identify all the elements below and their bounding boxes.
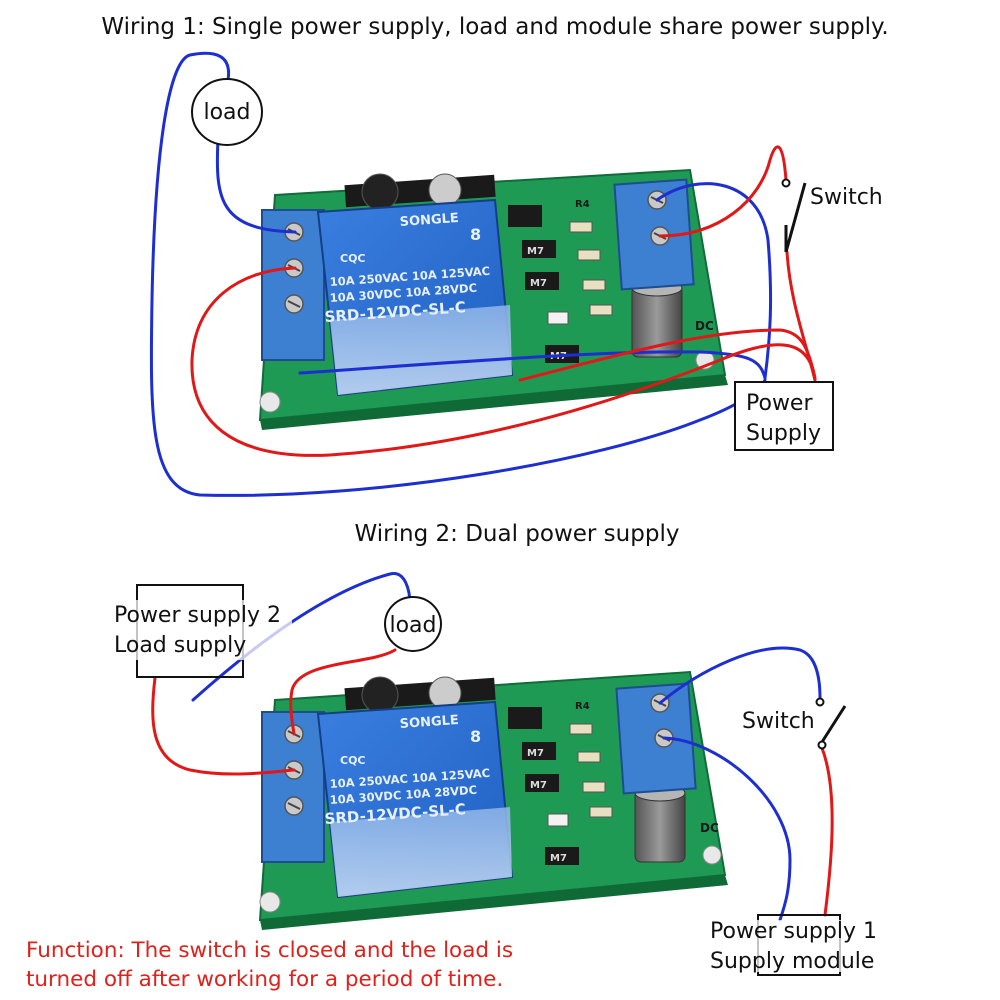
ps1-line2: Supply module <box>710 949 874 974</box>
relay: SONGLE 8 CQC 10A 250VAC 10A 125VAC 10A 3… <box>316 700 514 899</box>
relay-number: 8 <box>470 225 481 244</box>
wire-red-switch-out <box>785 250 817 382</box>
wire-blue-terminal <box>655 182 773 380</box>
mount-hole <box>259 891 281 913</box>
wire-red-load-relay <box>289 648 397 736</box>
wiring1-title: Wiring 1: Single power supply, load and … <box>101 14 888 40</box>
relay-cert: CQC <box>340 754 366 767</box>
wire-blue-loop <box>149 51 767 497</box>
relay-brand: SONGLE <box>399 713 459 732</box>
switch-lever <box>784 182 807 253</box>
wire-blue-terminal-switch <box>658 646 822 705</box>
relay-number: 8 <box>470 727 481 746</box>
wiring2-title: Wiring 2: Dual power supply <box>355 521 680 547</box>
ps2-line2: Load supply <box>114 633 246 658</box>
mount-hole <box>702 845 722 865</box>
chip-label: M7 <box>550 853 567 864</box>
capacitor-top <box>361 173 399 211</box>
capacitor-top <box>361 676 399 714</box>
power-supply-line1: Power <box>746 391 813 416</box>
switch-lever <box>820 705 847 743</box>
switch-label-1: Switch <box>810 185 883 210</box>
function-note-line2: turned off after working for a period of… <box>26 967 503 992</box>
function-note-line1: Function: The switch is closed and the l… <box>26 938 513 963</box>
wire-blue-module <box>298 350 767 380</box>
ps2-line1: Power supply 2 <box>114 603 281 628</box>
wires-2 <box>151 572 834 922</box>
switch-1 <box>781 178 807 253</box>
power-supply-1-box: Power supply 1 Supply module <box>708 914 890 976</box>
load-label-2: load <box>389 613 436 638</box>
power-supply-box: Power Supply <box>734 381 834 451</box>
r4-label: R4 <box>575 701 590 712</box>
chip-label: M7 <box>530 278 547 289</box>
relay-board-2: SONGLE 8 CQC 10A 250VAC 10A 125VAC 10A 3… <box>258 670 728 930</box>
switch-terminal-block <box>615 682 697 795</box>
load-1: load <box>191 78 263 146</box>
wire-red-ps2-relay <box>151 676 296 776</box>
load-terminal-block <box>261 711 325 863</box>
switch-label-2: Switch <box>742 709 815 734</box>
relay: SONGLE 8 CQC 10A 250VAC 10A 125VAC 10A 3… <box>316 198 514 397</box>
dc-label: DC <box>700 821 719 835</box>
power-supply-2-box: Power supply 2 Load supply <box>112 584 292 678</box>
chip-label: M7 <box>527 748 544 759</box>
mount-hole <box>259 391 281 413</box>
wire-blue-terminal-ps1 <box>662 736 792 922</box>
load-label-1: load <box>203 100 250 125</box>
power-supply-line2: Supply <box>746 421 821 446</box>
wire-blue-load <box>215 138 297 234</box>
ps1-line1: Power supply 1 <box>710 919 877 944</box>
wires-1 <box>149 51 817 497</box>
wire-red-switch-ps1 <box>820 746 834 917</box>
ic-chip <box>508 707 542 729</box>
chip-label: M7 <box>530 780 547 791</box>
chip-label: M7 <box>527 246 544 257</box>
load-terminal-block <box>261 209 325 361</box>
wire-red-load <box>190 266 817 457</box>
relay-board-1: SONGLE 8 CQC 10A 250VAC 10A 125VAC 10A 3… <box>258 168 728 430</box>
wire-red-switch-in <box>658 145 788 238</box>
wire-blue-ps2-load <box>191 572 412 702</box>
relay-brand: SONGLE <box>399 211 459 230</box>
ic-chip <box>508 205 542 227</box>
load-2: load <box>384 596 442 652</box>
switch-2 <box>815 697 847 750</box>
r4-label: R4 <box>575 199 590 210</box>
relay-cert: CQC <box>340 252 366 265</box>
dc-label: DC <box>695 319 714 333</box>
